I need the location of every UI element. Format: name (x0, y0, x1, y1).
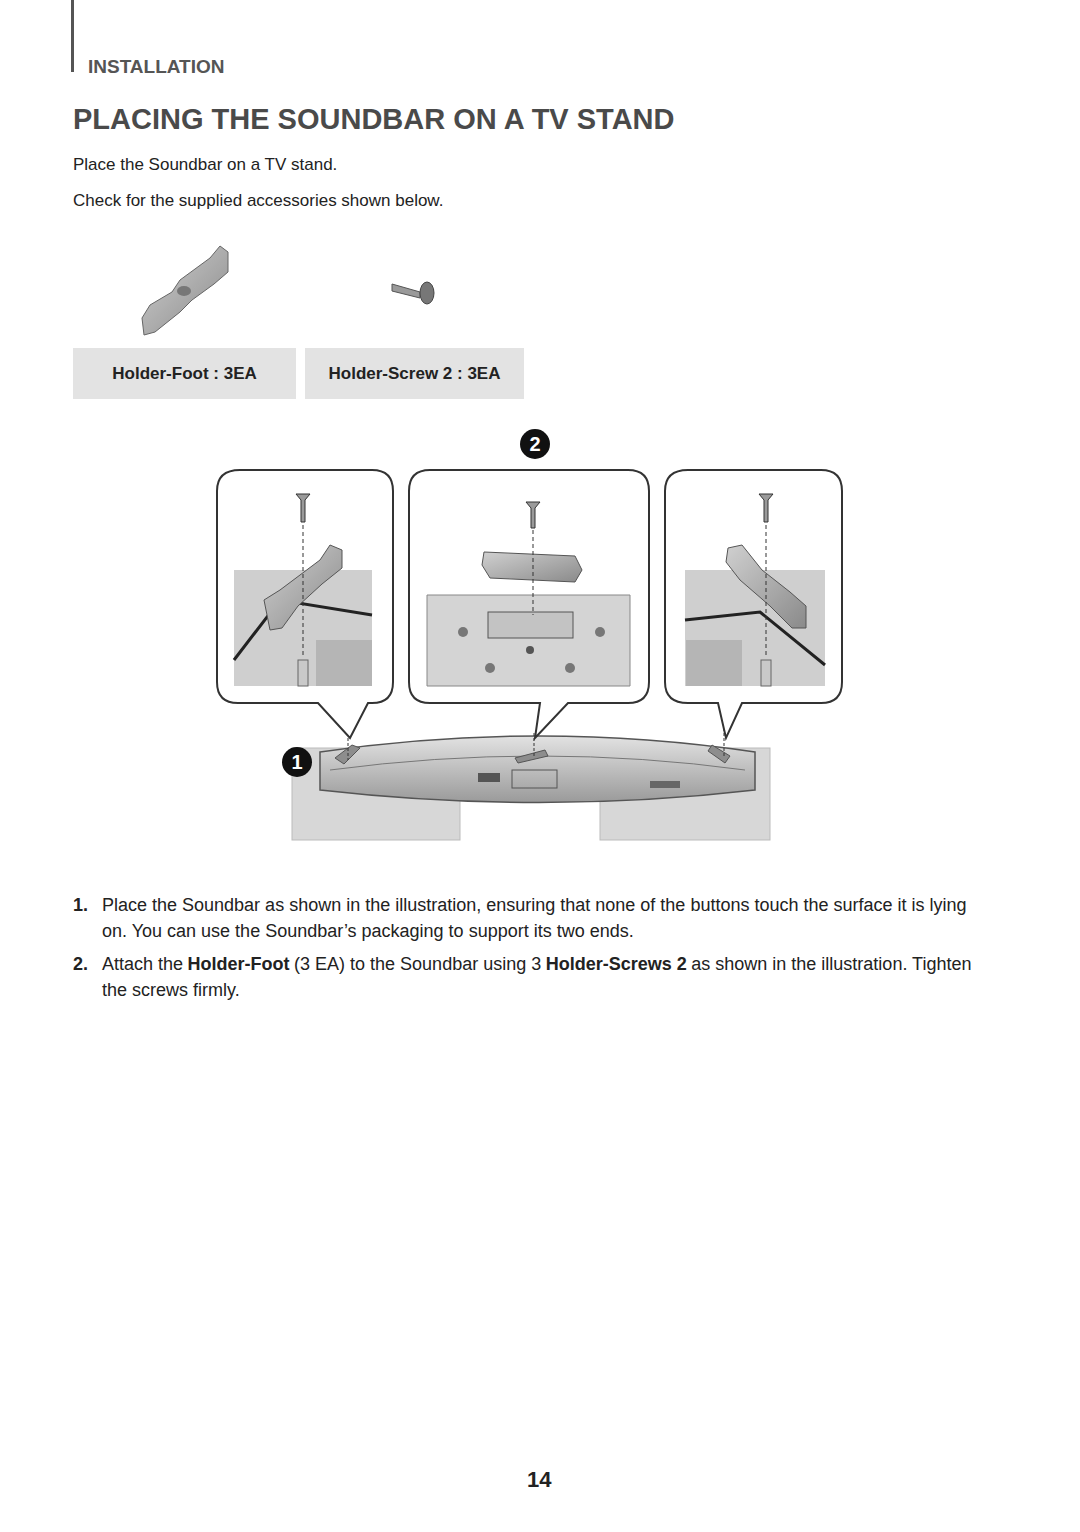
magnified-panels (217, 470, 842, 738)
step-text: Place the Soundbar as shown in the illus… (102, 892, 977, 944)
holder-foot-picture (142, 246, 228, 335)
part-name: Holder-Foot (188, 954, 290, 974)
intro-text: Check for the supplied accessories shown… (73, 189, 443, 214)
callout-number: 1 (282, 747, 312, 777)
step-number: 1. (73, 892, 88, 918)
page-title: PLACING THE SOUNDBAR ON A TV STAND (73, 102, 674, 137)
page-number: 14 (527, 1464, 551, 1496)
accessory-cell: Holder-Foot : 3EA (73, 348, 296, 399)
accessory-label: Holder-Foot : 3EA (112, 364, 257, 384)
callout-number: 2 (520, 429, 550, 459)
header-bar (71, 0, 74, 72)
holder-screw-picture (392, 282, 434, 304)
step-text: Attach theHolder-Foot(3 EA) to the Sound… (102, 951, 977, 1003)
intro-text: Place the Soundbar on a TV stand. (73, 153, 337, 178)
section-header: INSTALLATION (88, 53, 225, 81)
step-number: 2. (73, 951, 88, 977)
accessory-label: Holder-Screw 2 : 3EA (329, 364, 501, 384)
accessory-cell: Holder-Screw 2 : 3EA (305, 348, 524, 399)
step-text: (3 EA) to the Soundbar using 3 (294, 954, 541, 974)
step-text: Attach the (102, 954, 183, 974)
soundbar-scene (292, 728, 770, 840)
part-name: Holder-Screws 2 (546, 954, 687, 974)
